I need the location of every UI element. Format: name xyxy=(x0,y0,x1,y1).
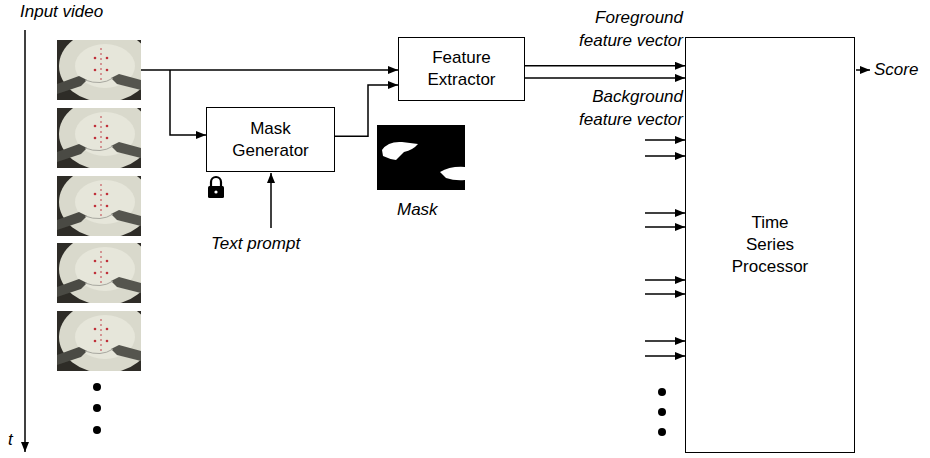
continuation-dot xyxy=(658,408,666,416)
continuation-dot xyxy=(658,388,666,396)
feature-wire xyxy=(645,226,685,228)
arrow-connector xyxy=(335,85,398,136)
edge-label: Foreground feature vector xyxy=(563,6,683,52)
lock-icon xyxy=(211,177,221,187)
lock-icon xyxy=(208,186,224,198)
continuation-dot xyxy=(93,383,101,391)
continuation-dot xyxy=(658,428,666,436)
feature-wire xyxy=(645,293,685,295)
input-label: Text prompt xyxy=(211,232,300,255)
arrow-connector xyxy=(525,65,685,67)
prompt-wire xyxy=(270,173,272,228)
box-label: Time Series Processor xyxy=(729,212,811,278)
continuation-dot xyxy=(93,404,101,412)
box-label: Feature Extractor xyxy=(417,47,507,91)
feature-wire xyxy=(645,340,685,342)
feature-wire xyxy=(645,212,685,214)
video-frame xyxy=(57,98,151,170)
lock-keyhole xyxy=(214,190,217,193)
feature-wire xyxy=(645,279,685,281)
arrow-connector xyxy=(525,77,685,79)
process-box: Feature Extractor xyxy=(398,37,525,101)
continuation-dot xyxy=(93,426,101,434)
process-box: Time Series Processor xyxy=(685,37,855,453)
axis-title: Input video xyxy=(20,0,103,23)
output-label: Score xyxy=(874,58,918,81)
video-wire xyxy=(170,70,206,135)
mask-blob xyxy=(440,167,465,180)
box-label: Mask Generator xyxy=(223,118,319,162)
mask-image xyxy=(377,125,465,190)
mask-blob xyxy=(382,142,418,160)
process-box: Mask Generator xyxy=(206,107,335,172)
time-axis xyxy=(24,30,26,452)
feature-wire xyxy=(645,155,685,157)
video-frame xyxy=(57,301,151,373)
score-wire xyxy=(856,69,870,71)
video-frame xyxy=(57,233,151,305)
axis-label: t xyxy=(8,428,13,451)
video-wire xyxy=(141,69,398,71)
feature-wire xyxy=(645,139,685,141)
image-caption: Mask xyxy=(397,198,438,221)
video-frame xyxy=(57,30,151,102)
video-frame xyxy=(57,166,151,238)
feature-wire xyxy=(645,355,685,357)
edge-label: Background feature vector xyxy=(563,85,683,131)
